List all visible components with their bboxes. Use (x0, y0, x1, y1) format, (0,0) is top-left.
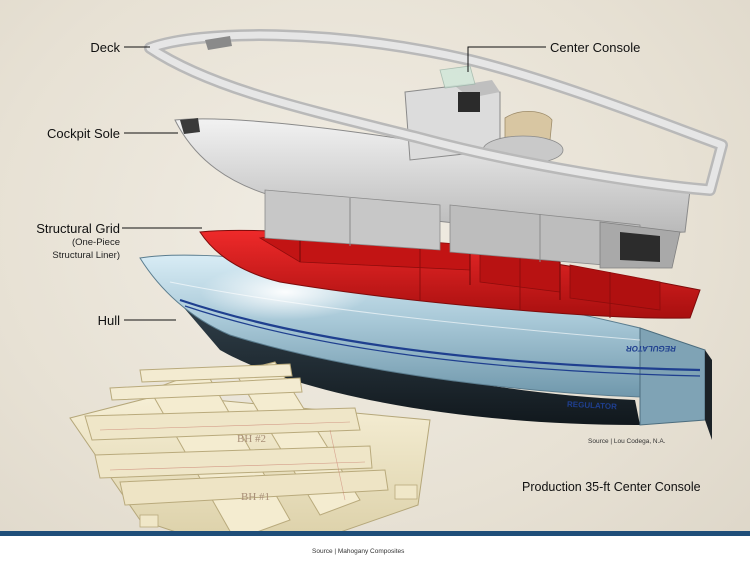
hull-brand-transom: REGULATOR (625, 344, 677, 353)
bottom-band (0, 531, 750, 573)
label-structural-grid-sub-2: Structural Liner) (52, 250, 120, 261)
illustration-credit: Source | Lou Codega, N.A. (588, 438, 666, 445)
label-structural-grid: Structural Grid (36, 221, 120, 236)
label-structural-grid-sub-1: (One-Piece (71, 237, 120, 248)
blue-rule (0, 531, 750, 536)
cockpit-sole-shape (174, 118, 691, 269)
composite-grid-photo (69, 361, 431, 561)
bulkhead-1-label: BH #1 (241, 491, 271, 503)
deck-shape (144, 29, 728, 196)
figure-caption: Production 35-ft Center Console (522, 480, 701, 494)
label-center-console: Center Console (550, 40, 641, 55)
photo-credit: Source | Mahogany Composites (312, 548, 405, 555)
leader-lines (122, 46, 546, 321)
label-hull: Hull (97, 313, 120, 328)
label-deck: Deck (90, 40, 120, 55)
bulkhead-2-label: BH #2 (237, 433, 267, 445)
label-cockpit-sole: Cockpit Sole (47, 126, 120, 141)
